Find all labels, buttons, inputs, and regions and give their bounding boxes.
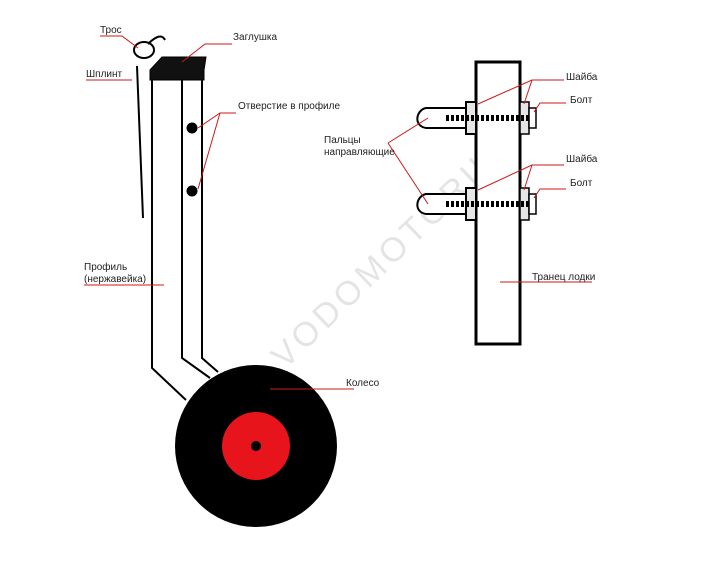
label-paltsy-line1: Пальцы [324, 135, 361, 146]
leader-shaiba-bottom [477, 164, 564, 191]
cap [149, 56, 207, 81]
cotter-pin [136, 65, 144, 219]
leader-zaglushka [181, 43, 232, 63]
profile-outline [151, 78, 219, 401]
label-otverstie: Отверстие в профиле [238, 100, 340, 112]
profile-hole-top [186, 122, 198, 134]
bolt-nut-upper [528, 107, 537, 129]
label-shaiba-top: Шайба [566, 71, 598, 83]
leader-lines [84, 35, 592, 390]
guide-finger-upper [416, 101, 537, 135]
label-paltsy-line2: направляющие [324, 147, 395, 158]
label-profil-line1: Профиль [84, 261, 127, 273]
wheel-assembly [133, 35, 337, 527]
label-shaiba-bottom: Шайба [566, 153, 598, 165]
labels: Трос Шплинт Заглушка Отверстие в профиле… [84, 25, 598, 389]
label-bolt-bottom: Болт [570, 178, 593, 189]
leader-bolt-bottom [533, 188, 566, 199]
label-shplint: Шплинт [86, 69, 123, 80]
finger-body-lower [416, 193, 467, 215]
finger-body-upper [416, 107, 467, 129]
label-zaglushka: Заглушка [233, 32, 277, 43]
profile-hole-bottom [186, 185, 198, 197]
leader-shaiba-top [477, 79, 564, 105]
label-tranets: Транец лодки [532, 272, 595, 283]
label-bolt-top: Болт [570, 95, 593, 106]
leader-bolt-top [533, 102, 566, 113]
leader-tros [100, 35, 139, 49]
bolt-nut-lower [528, 193, 537, 215]
leader-paltsy [387, 117, 429, 205]
cable-ring [133, 41, 155, 59]
label-koleso: Колесо [346, 378, 380, 389]
label-tros: Трос [100, 25, 122, 36]
leader-otverstie [197, 112, 236, 190]
transom-assembly [416, 60, 537, 346]
label-profil-line2: (нержавейка) [84, 274, 146, 285]
wheel-axle [251, 441, 261, 451]
cable [147, 35, 166, 45]
